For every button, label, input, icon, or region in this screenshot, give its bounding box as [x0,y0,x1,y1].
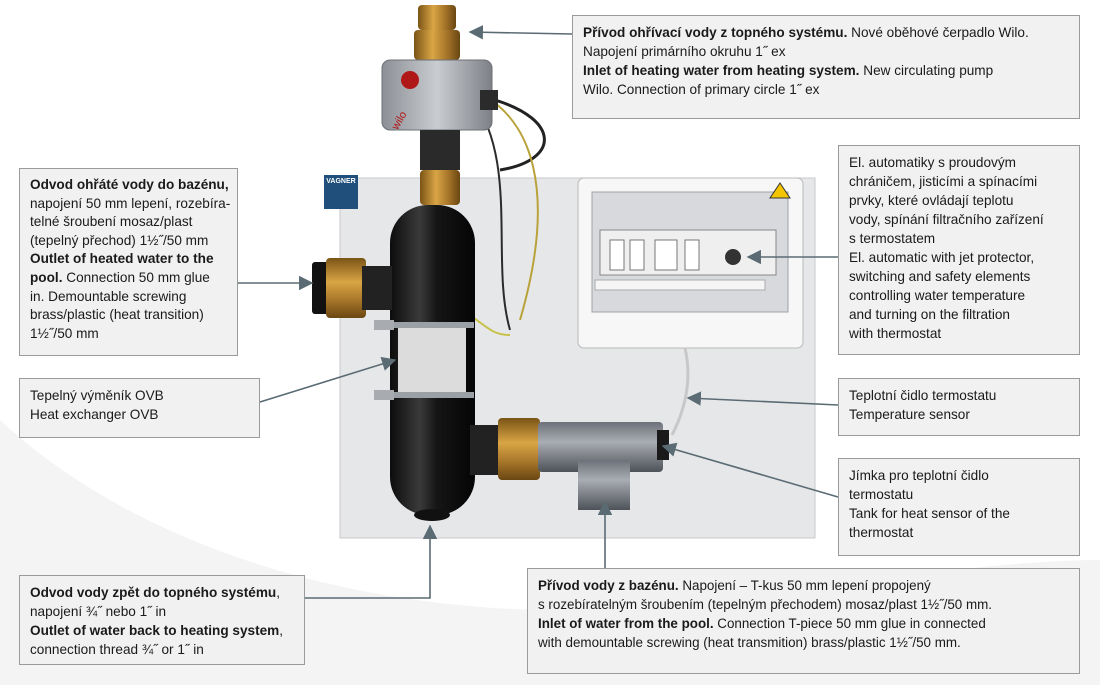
callout-heating-inlet: Přívod ohřívací vody z topného systému. … [572,15,1080,119]
callout-heating-inlet-l1: Nové oběhové čerpadlo Wilo. [847,25,1029,40]
callout-heated-outlet-l9: 1½˝/50 mm [30,325,99,341]
callout-heat-exchanger: Tepelný výměník OVB Heat exchanger OVB [19,378,260,438]
brand-logo-text: VAGNER [326,178,356,185]
callout-automatics-l8: controlling water temperature [849,288,1026,303]
callout-pool-inlet-l1-bold: Přívod vody z bazénu. [538,578,679,593]
callout-automatics-l6: El. automatic with jet protector, [849,250,1035,265]
callout-sensor-tank-l2: termostatu [849,487,914,502]
callout-automatics-l1: El. automatiky s proudovým [849,155,1016,170]
callout-temperature-sensor-l2: Temperature sensor [849,407,970,422]
control-box [577,177,804,349]
callout-pool-inlet-l1: Napojení – T-kus 50 mm lepení propojený [678,578,931,593]
callout-outlet-back: Odvod vody zpět do topného systému, napo… [19,575,305,665]
callout-automatics-l4: vody, spínání filtračního zařízení [849,212,1044,227]
callout-sensor-tank-l1: Jímka pro teplotní čidlo [849,468,989,483]
callout-outlet-back-l3-bold: Outlet of water back to heating system [30,623,280,638]
callout-pool-inlet-l3-bold: Inlet of water from the pool. [538,616,714,631]
callout-automatics-l5: s termostatem [849,231,936,246]
callout-heated-outlet-l2: napojení 50 mm lepení, rozebíra- [30,195,231,211]
callout-temperature-sensor: Teplotní čidlo termostatu Temperature se… [838,378,1080,436]
callout-pool-inlet-l2: s rozebíratelným šroubením (tepelným pře… [538,597,992,612]
callout-heated-outlet-l1: Odvod ohřáté vody do bazénu, [30,177,229,192]
callout-heat-exchanger-l1: Tepelný výměník OVB [30,388,164,403]
callout-automatics-l7: switching and safety elements [849,269,1031,284]
callout-heating-inlet-l3: New circulating pump [859,63,994,78]
circulating-pump: wilo [381,59,498,133]
callout-outlet-back-l4: connection thread ¾˝ or 1˝ in [30,642,204,657]
callout-heating-inlet-l2: Napojení primárního okruhu 1˝ ex [583,44,786,59]
callout-automatics-l3: prvky, které ovládají teplotu [849,193,1014,208]
callout-pool-inlet-l4: with demountable screwing (heat transmit… [538,635,961,650]
callout-outlet-back-l2: napojení ¾˝ nebo 1˝ in [30,604,167,619]
callout-sensor-tank-l4: thermostat [849,525,914,540]
callout-heating-inlet-l1-bold: Přívod ohřívací vody z topného systému. [583,25,848,40]
callout-heated-outlet-l4: (tepelný přechod) 1½˝/50 mm [30,232,209,248]
callout-heating-inlet-l4: Wilo. Connection of primary circle 1˝ ex [583,82,820,97]
callout-automatics-l10: with thermostat [849,326,942,341]
callout-sensor-tank-l3: Tank for heat sensor of the [849,506,1010,521]
brand-logo: VAGNER [324,175,358,209]
callout-automatics-l2: chráničem, jisticími a spínacími [849,174,1038,189]
callout-automatics: El. automatiky s proudovým chráničem, ji… [838,145,1080,355]
callout-pool-inlet: Přívod vody z bazénu. Napojení – T-kus 5… [527,568,1080,674]
callout-sensor-tank: Jímka pro teplotní čidlo termostatu Tank… [838,458,1080,556]
callout-automatics-l9: and turning on the filtration [849,307,1010,322]
callout-temperature-sensor-l1: Teplotní čidlo termostatu [849,388,997,403]
callout-pool-inlet-l3: Connection T-piece 50 mm glue in connect… [713,616,986,631]
heat-exchanger [374,205,475,521]
callout-outlet-back-l3: , [279,623,284,638]
callout-heated-outlet-l6-bold: pool. [30,269,63,285]
callout-heated-outlet-l7: in. Demountable screwing [30,288,187,304]
callout-heated-outlet-l6: Connection 50 mm glue [62,269,210,285]
callout-outlet-back-l1: , [276,585,280,600]
leader-arrows [238,25,840,599]
callout-heated-outlet-l3: telné šroubení mosaz/plast [30,214,193,230]
callout-heat-exchanger-l2: Heat exchanger OVB [30,407,159,422]
callout-heated-outlet-l8: brass/plastic (heat transition) [30,307,204,323]
callout-outlet-back-l1-bold: Odvod vody zpět do topného systému [30,585,277,600]
callout-heated-outlet-l5: Outlet of heated water to the [30,251,214,267]
callout-heating-inlet-l3-bold: Inlet of heating water from heating syst… [583,63,860,78]
callout-heated-outlet: Odvod ohřáté vody do bazénu, napojení 50… [19,168,238,356]
